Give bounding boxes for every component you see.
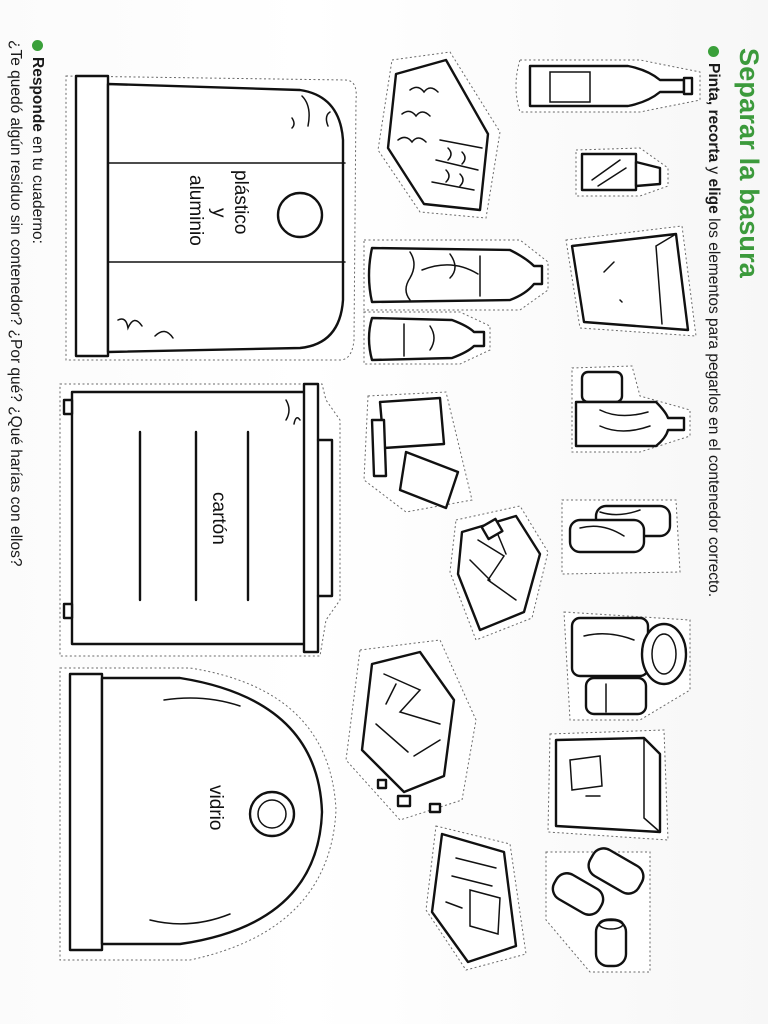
paper-bag-icon [565,225,697,337]
glass-bottle-icon [515,59,701,113]
crumpled-paper-icon [449,505,549,641]
newspaper-icon [425,825,527,971]
glass-label: vidrio [205,785,226,830]
plastic-label-1: plástico [230,170,251,234]
cans-icon [561,499,681,575]
plastic-bottle-icon [363,239,549,365]
spray-can-icon [571,365,691,453]
cereal-box-icon [547,729,669,841]
tin-can-icon [563,611,691,721]
cardboard-bin: cartón [59,382,341,657]
egg-carton-icon [377,51,501,219]
plastic-aluminium-bin: plástico y aluminio [65,74,357,361]
glass-bin: vidrio [59,667,337,961]
plastic-label-2: y [208,208,229,218]
plastic-label-3: aluminio [185,175,206,246]
cardboard-label: cartón [208,492,229,545]
milk-carton-icon [363,391,473,513]
perfume-bottle-icon [575,147,669,197]
paper-scraps-icon [345,639,477,821]
soda-cans-icon [545,847,651,973]
